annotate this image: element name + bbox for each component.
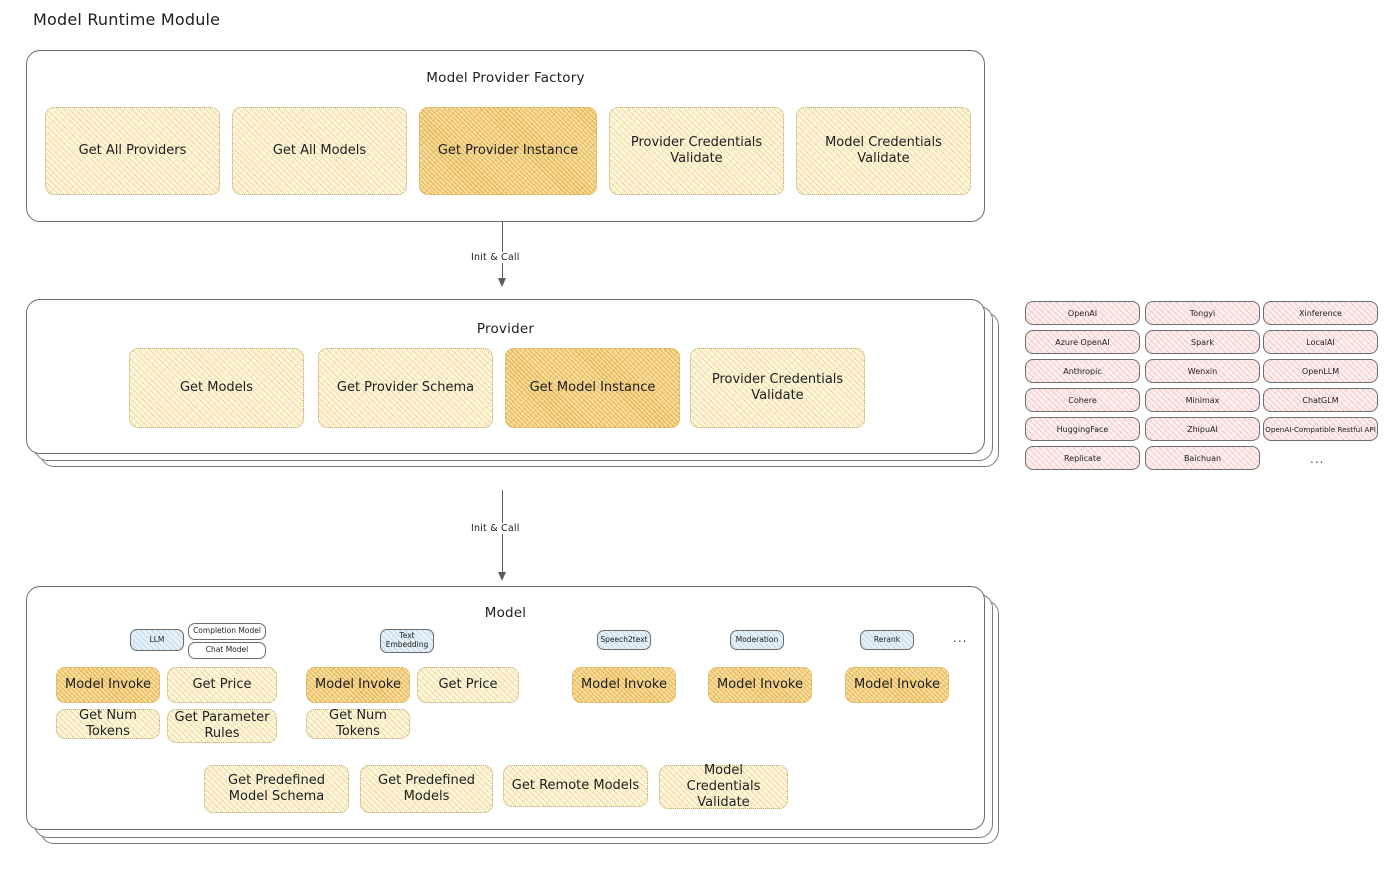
badge-rerank[interactable]: Rerank (860, 630, 914, 650)
provider-pill-minimax[interactable]: Minimax (1145, 388, 1260, 412)
badge-llm[interactable]: LLM (130, 629, 184, 651)
node-get-all-providers[interactable]: Get All Providers (45, 107, 220, 195)
model-provider-factory-section: Model Provider Factory Get All Providers… (26, 50, 985, 222)
provider-pill-openai[interactable]: OpenAI (1025, 301, 1140, 325)
provider-pill-openai-compatible-restful-api[interactable]: OpenAI-Compatible Restful API (1263, 417, 1378, 441)
node-rerank-model-invoke[interactable]: Model Invoke (845, 667, 949, 703)
node-get-model-instance[interactable]: Get Model Instance (505, 348, 680, 428)
provider-pill-huggingface[interactable]: HuggingFace (1025, 417, 1140, 441)
provider-pill-wenxin[interactable]: Wenxin (1145, 359, 1260, 383)
node-provider-credentials-validate[interactable]: Provider Credentials Validate (609, 107, 784, 195)
node-text-embedding-model-invoke[interactable]: Model Invoke (306, 667, 410, 703)
node-get-predefined-models[interactable]: Get Predefined Models (360, 765, 493, 813)
node-text-embedding-get-price[interactable]: Get Price (417, 667, 519, 703)
section-title-provider: Provider (476, 321, 535, 337)
node-model-credentials-validate[interactable]: Model Credentials Validate (796, 107, 971, 195)
node-model-credentials-validate-3[interactable]: Model Credentials Validate (659, 763, 788, 810)
badge-speech2text[interactable]: Speech2text (597, 630, 651, 650)
provider-section: Provider Get Models Get Provider Schema … (26, 299, 985, 454)
node-llm-get-price[interactable]: Get Price (167, 667, 277, 703)
provider-pill-spark[interactable]: Spark (1145, 330, 1260, 354)
provider-pill-baichuan[interactable]: Baichuan (1145, 446, 1260, 470)
node-llm-get-num-tokens[interactable]: Get Num Tokens (56, 708, 160, 739)
arrow-provider-to-model-line (502, 490, 504, 578)
node-get-all-models[interactable]: Get All Models (232, 107, 407, 195)
provider-pill-azure-openai[interactable]: Azure OpenAI (1025, 330, 1140, 354)
page-title: Model Runtime Module (33, 10, 221, 29)
node-get-provider-instance[interactable]: Get Provider Instance (419, 107, 597, 195)
provider-pill-openllm[interactable]: OpenLLM (1263, 359, 1378, 383)
provider-pill-xinference[interactable]: Xinference (1263, 301, 1378, 325)
provider-pill-localai[interactable]: LocalAI (1263, 330, 1378, 354)
badge-chat-model[interactable]: Chat Model (188, 642, 266, 659)
provider-pill-tongyi[interactable]: Tongyi (1145, 301, 1260, 325)
arrow-provider-to-model-label: Init & Call (468, 523, 523, 534)
node-get-provider-schema[interactable]: Get Provider Schema (318, 348, 493, 428)
node-speech2text-model-invoke[interactable]: Model Invoke (572, 667, 676, 703)
node-moderation-model-invoke[interactable]: Model Invoke (708, 667, 812, 703)
arrow-factory-to-provider-label: Init & Call (468, 252, 523, 263)
node-get-remote-models[interactable]: Get Remote Models (503, 765, 648, 807)
provider-pill-chatglm[interactable]: ChatGLM (1263, 388, 1378, 412)
provider-pill-zhipuai[interactable]: ZhipuAI (1145, 417, 1260, 441)
model-section: Model LLM Completion Model Chat Model Mo… (26, 586, 985, 830)
arrow-factory-to-provider-head (498, 278, 506, 287)
node-llm-model-invoke[interactable]: Model Invoke (56, 667, 160, 703)
model-groups-more: ... (953, 631, 968, 645)
badge-completion-model[interactable]: Completion Model (188, 623, 266, 640)
provider-pill-replicate[interactable]: Replicate (1025, 446, 1140, 470)
node-get-predefined-model-schema[interactable]: Get Predefined Model Schema (204, 765, 349, 813)
node-llm-get-parameter-rules[interactable]: Get Parameter Rules (167, 709, 277, 743)
badge-moderation[interactable]: Moderation (730, 630, 784, 650)
provider-pill-cohere[interactable]: Cohere (1025, 388, 1140, 412)
provider-pill-anthropic[interactable]: Anthropic (1025, 359, 1140, 383)
provider-list-more: ... (1310, 452, 1325, 466)
badge-text-embedding[interactable]: Text Embedding (380, 629, 434, 653)
node-get-models[interactable]: Get Models (129, 348, 304, 428)
node-text-embedding-get-num-tokens[interactable]: Get Num Tokens (306, 708, 410, 739)
section-title-model: Model (484, 605, 527, 621)
node-provider-credentials-validate-2[interactable]: Provider Credentials Validate (690, 348, 865, 428)
arrow-provider-to-model-head (498, 572, 506, 581)
section-title-factory: Model Provider Factory (426, 70, 585, 86)
